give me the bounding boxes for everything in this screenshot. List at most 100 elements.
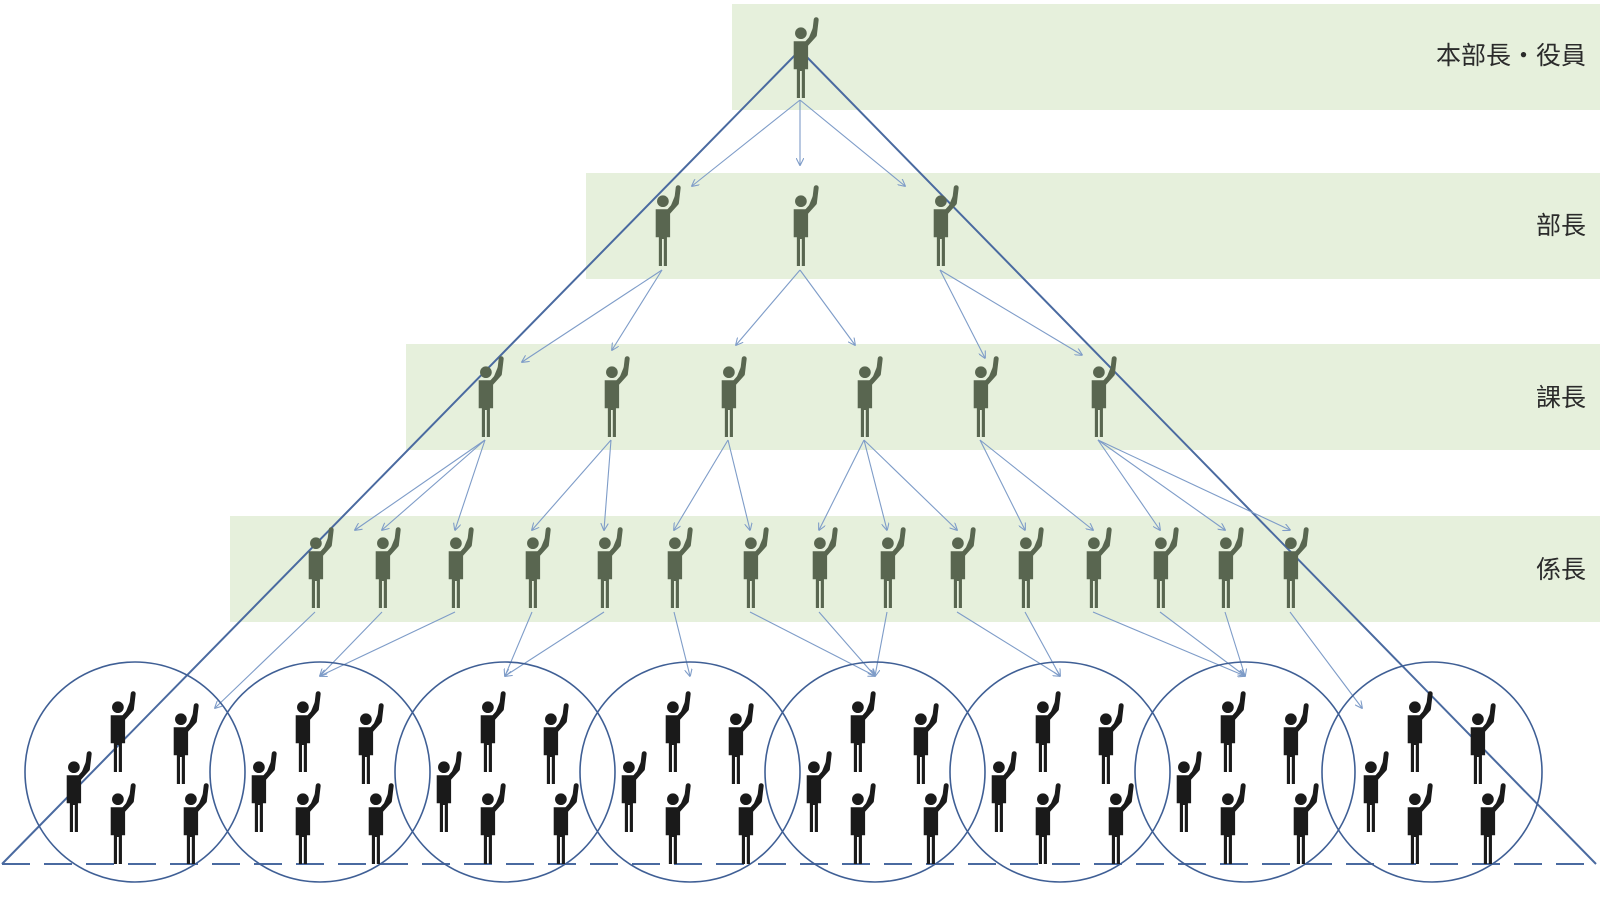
chief-figure xyxy=(448,527,474,608)
staff-group-circle xyxy=(209,661,431,883)
reporting-arrow xyxy=(875,611,888,676)
staff-figure xyxy=(295,691,321,772)
staff-figure xyxy=(553,783,579,864)
chief-figure xyxy=(880,527,906,608)
staff-figure xyxy=(1407,783,1433,864)
staff-figure xyxy=(728,703,754,784)
staff-figure xyxy=(480,783,506,864)
staff-figure xyxy=(251,751,277,832)
reporting-arrow xyxy=(674,439,729,530)
chief-figure xyxy=(375,527,401,608)
reporting-arrow xyxy=(505,611,533,676)
staff-figure xyxy=(436,751,462,832)
staff-figure xyxy=(621,751,647,832)
reporting-arrow xyxy=(1159,611,1245,676)
level-band-section-manager xyxy=(406,344,1600,450)
general-manager-figure xyxy=(655,185,681,266)
reporting-arrow xyxy=(979,439,1025,530)
staff-group-circle xyxy=(764,661,986,883)
chief-figure xyxy=(667,527,693,608)
reporting-arrow xyxy=(818,611,875,676)
staff-figure xyxy=(1035,691,1061,772)
section-manager-figure xyxy=(973,356,999,437)
staff-figure xyxy=(913,703,939,784)
reporting-arrow xyxy=(320,611,383,676)
pyramid-left-edge xyxy=(1,49,801,865)
reporting-arrow xyxy=(673,611,690,676)
chief-figure xyxy=(597,527,623,608)
people-figures xyxy=(66,17,1506,864)
reporting-arrow xyxy=(604,439,612,530)
reporting-arrow xyxy=(382,439,486,530)
staff-figure xyxy=(850,691,876,772)
reporting-arrow xyxy=(1097,439,1225,530)
staff-figure xyxy=(1098,703,1124,784)
reporting-arrow xyxy=(1024,611,1060,676)
reporting-arrow xyxy=(956,611,1060,676)
staff-figure xyxy=(173,703,199,784)
staff-figure xyxy=(1220,783,1246,864)
section-manager-figure xyxy=(604,356,630,437)
reporting-arrow xyxy=(939,269,1082,355)
reporting-arrow xyxy=(692,99,801,186)
reporting-arrow xyxy=(355,439,486,530)
reporting-arrow xyxy=(799,99,905,186)
reporting-arrow xyxy=(1224,611,1245,676)
staff-figure xyxy=(738,783,764,864)
section-manager-figure xyxy=(478,356,504,437)
reporting-arrow xyxy=(215,611,316,708)
staff-figure xyxy=(368,783,394,864)
reporting-arrow xyxy=(1097,439,1160,530)
reporting-arrow xyxy=(736,269,801,345)
staff-group-circles xyxy=(24,661,1543,883)
staff-figure xyxy=(1470,703,1496,784)
staff-figure xyxy=(110,783,136,864)
reporting-arrow xyxy=(863,439,887,530)
reporting-arrow xyxy=(727,439,750,530)
reporting-arrow xyxy=(939,269,985,358)
staff-figure xyxy=(66,751,92,832)
general-manager-figure xyxy=(933,185,959,266)
section-manager-figure xyxy=(721,356,747,437)
staff-figure xyxy=(1108,783,1134,864)
staff-group-circle xyxy=(579,661,801,883)
staff-figure xyxy=(850,783,876,864)
level-band-executive xyxy=(732,4,1600,110)
staff-figure xyxy=(183,783,209,864)
staff-figure xyxy=(1220,691,1246,772)
reporting-arrow xyxy=(612,269,663,350)
staff-figure xyxy=(480,691,506,772)
level-label-general-manager: 部長 xyxy=(1536,211,1586,240)
staff-figure xyxy=(991,751,1017,832)
reporting-arrows xyxy=(215,99,1362,708)
staff-group-circle xyxy=(1134,661,1356,883)
staff-figure xyxy=(1480,783,1506,864)
reporting-arrow xyxy=(455,439,486,530)
staff-figure xyxy=(1035,783,1061,864)
staff-figure xyxy=(543,703,569,784)
reporting-arrow xyxy=(819,439,865,530)
staff-group-circle xyxy=(949,661,1171,883)
level-band-chief xyxy=(230,516,1600,622)
level-label-executive: 本部長・役員 xyxy=(1436,41,1586,70)
staff-figure xyxy=(665,691,691,772)
reporting-arrow xyxy=(1289,611,1362,708)
reporting-arrow xyxy=(979,439,1093,530)
section-manager-figure xyxy=(857,356,883,437)
section-manager-figure xyxy=(1091,356,1117,437)
general-manager-figure xyxy=(793,185,819,266)
chief-figure xyxy=(1218,527,1244,608)
staff-figure xyxy=(1363,751,1389,832)
staff-group-circle xyxy=(1321,661,1543,883)
staff-figure xyxy=(295,783,321,864)
staff-figure xyxy=(923,783,949,864)
staff-figure xyxy=(1176,751,1202,832)
reporting-arrow xyxy=(532,439,612,530)
level-label-chief: 係長 xyxy=(1536,555,1586,584)
staff-figure xyxy=(1283,703,1309,784)
staff-figure xyxy=(665,783,691,864)
reporting-arrow xyxy=(799,269,855,345)
level-label-section-manager: 課長 xyxy=(1536,383,1586,412)
pyramid-right-edge xyxy=(799,49,1597,865)
